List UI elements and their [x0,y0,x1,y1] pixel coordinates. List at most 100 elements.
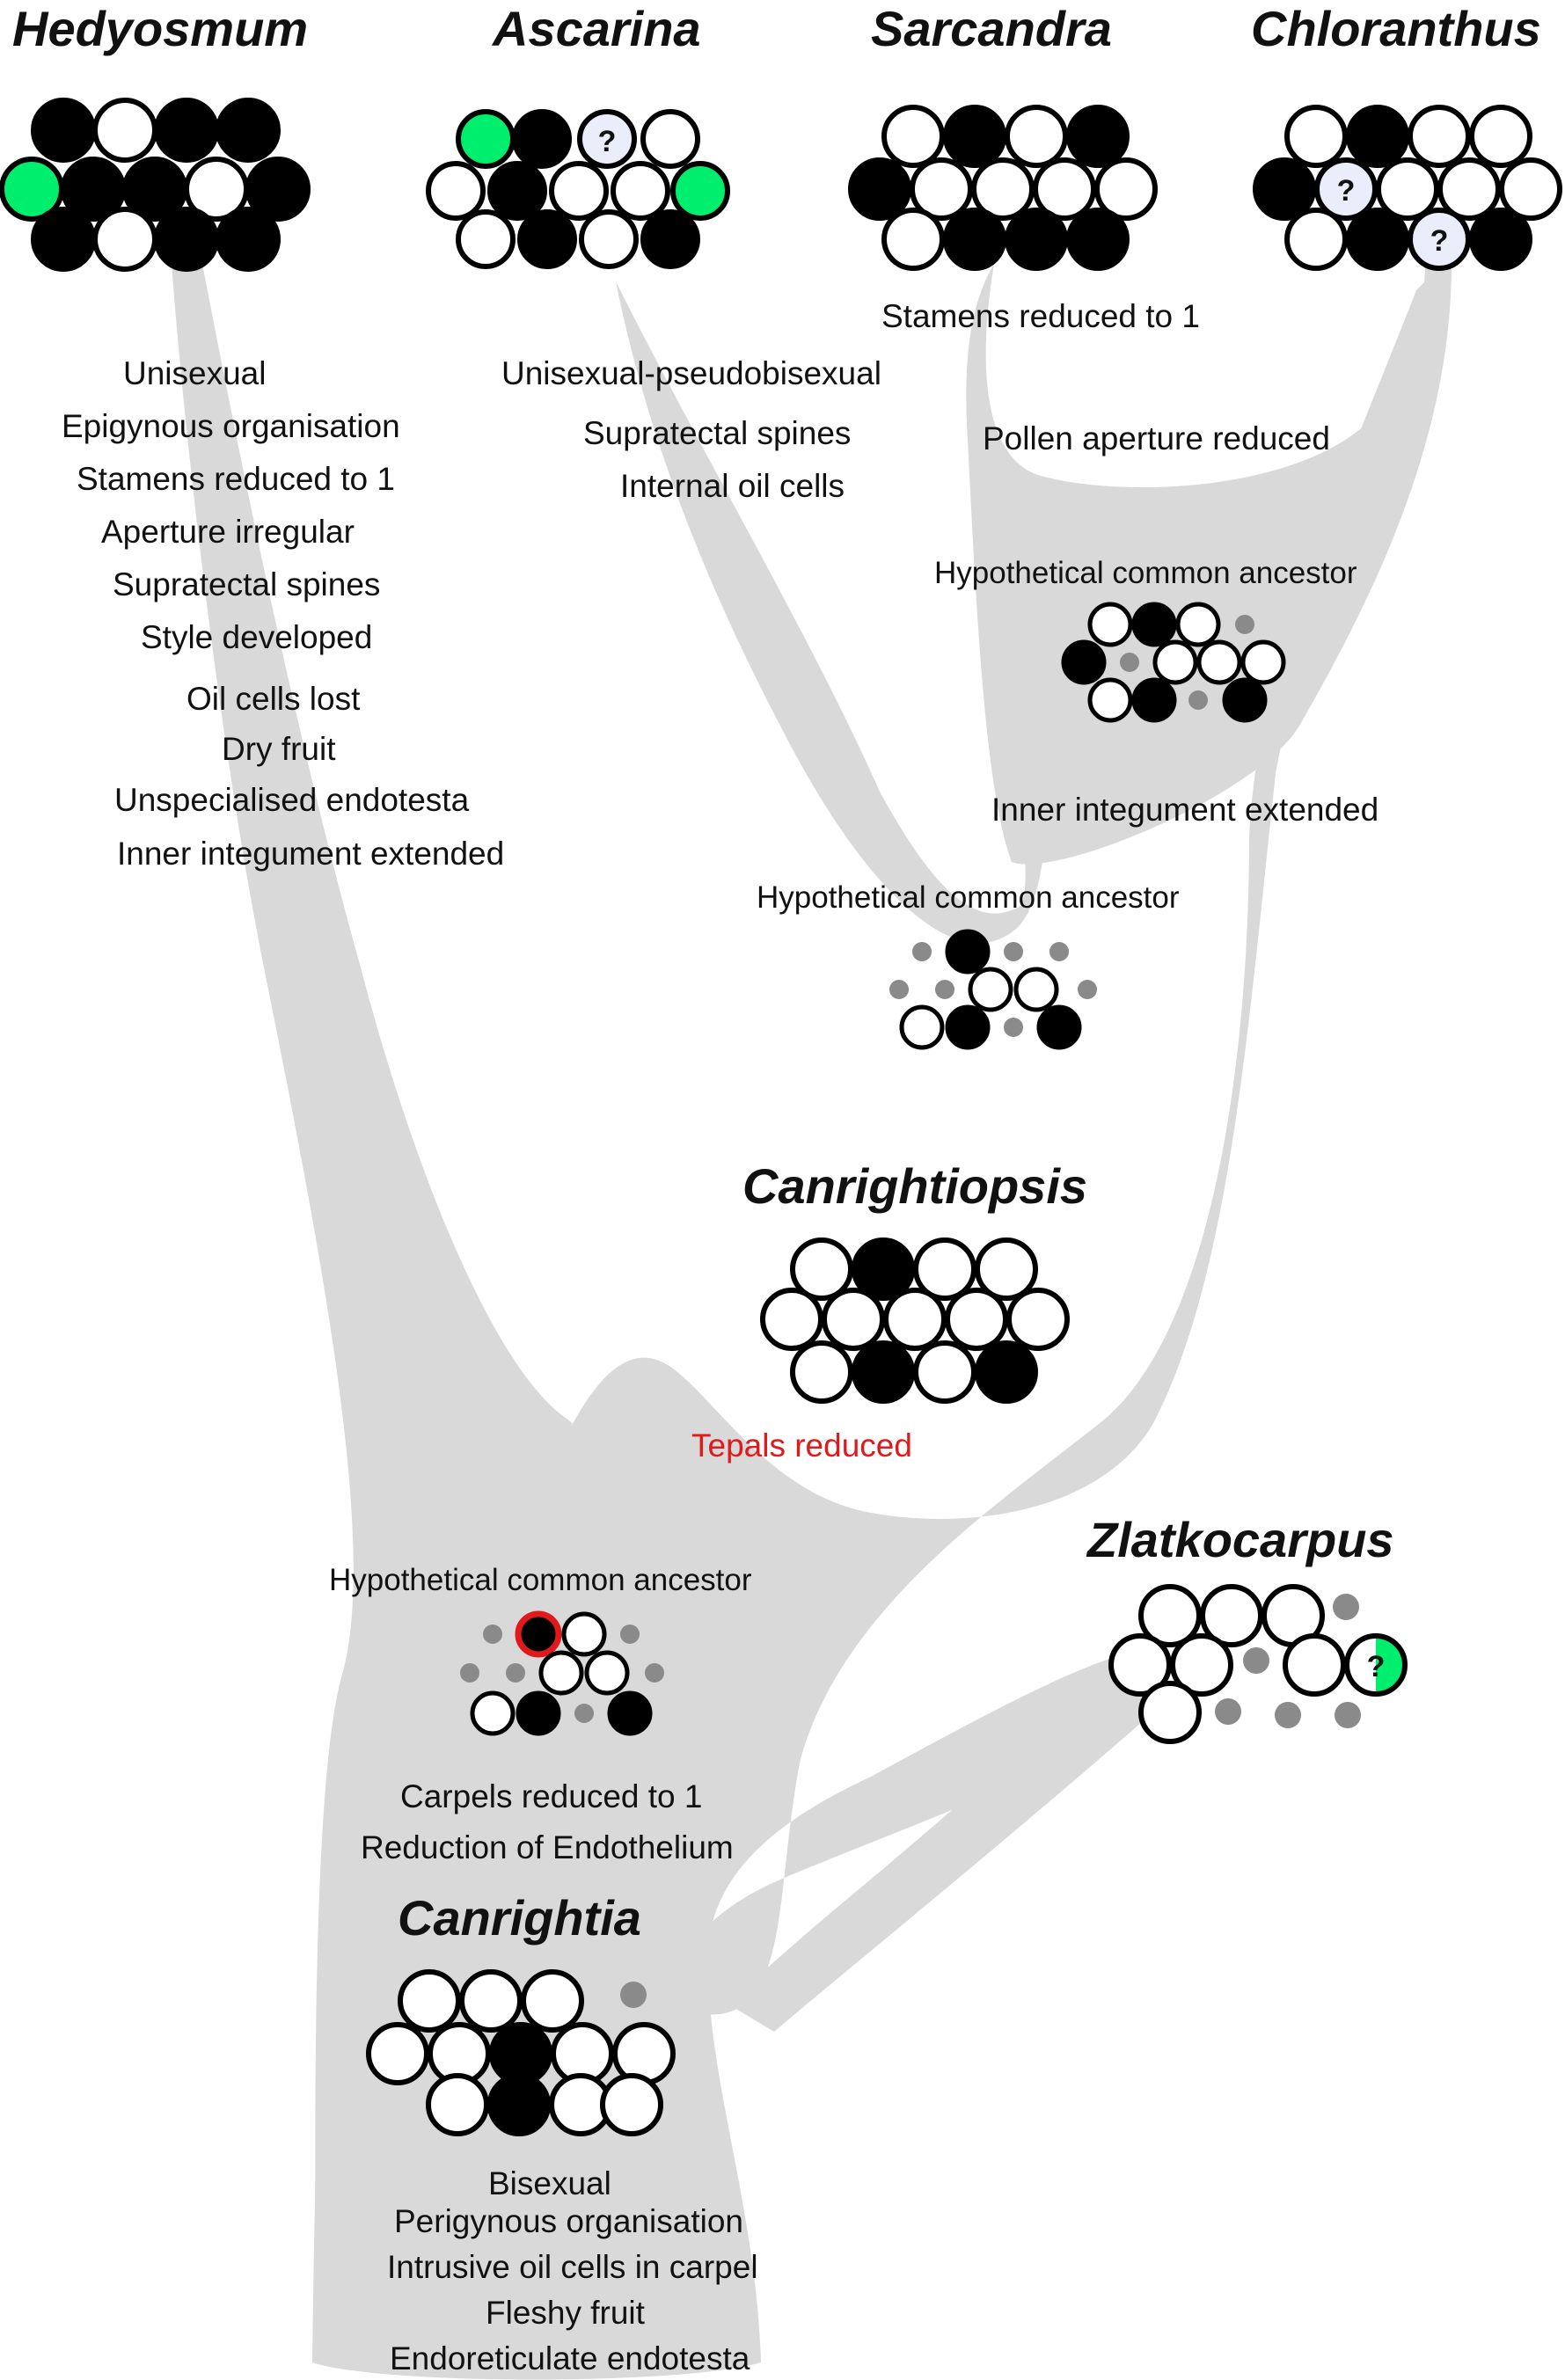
trait-canrightia-4: Endoreticulate endotesta [390,2340,750,2376]
state-black [487,161,547,221]
state-unknown [1120,653,1139,672]
matrix-ancestor-upper [1061,602,1286,723]
trait-ancestor-lower-1: Reduction of Endothelium [361,1829,734,1865]
state-black [943,208,1006,271]
question-mark: ? [598,125,617,158]
state-matrices [0,98,1562,2136]
state-black [1469,208,1532,271]
trait-stem-0: Inner integument extended [991,792,1379,828]
trait-texts: Unisexual Epigynous organisation Stamens… [62,298,1379,2376]
state-white [1408,105,1471,168]
state-unknown [912,942,932,961]
state-unknown [1243,1647,1269,1674]
trait-hedyosmum-0: Unisexual [123,355,266,391]
branch-hedyosmum [172,264,595,2362]
ancestor-label-middle: Hypothetical common ancestor [757,880,1180,915]
state-black [216,207,281,272]
taxon-canrightia: Canrightia [398,1890,641,1946]
state-white [913,1237,976,1301]
matrix-canrightia [366,1969,676,2136]
state-green [456,109,516,169]
state-black [1061,639,1107,685]
trait-canrightia-3: Fleshy fruit [486,2295,646,2331]
state-unknown [1235,615,1254,634]
state-white [579,209,639,269]
state-white [913,1340,976,1404]
state-white [1284,105,1348,168]
trait-chloranthus-0: Pollen aperture reduced [983,420,1330,456]
state-white [611,161,670,221]
state-black [943,105,1006,168]
taxon-ascarina: Ascarina [491,1,701,56]
trait-canrightia-1: Perigynous organisation [394,2203,743,2239]
state-white [426,161,486,221]
state-black [852,1237,915,1301]
state-white [945,1288,1008,1351]
state-black [852,1340,915,1404]
state-black [517,209,577,269]
state-white [456,209,516,269]
state-black [1005,208,1068,271]
state-unknown [1333,1594,1359,1620]
trait-ascarina-2: Internal oil cells [620,468,845,504]
question-mark: ? [1337,174,1356,208]
state-black [1131,602,1177,647]
state-white [1196,639,1242,685]
state-white [538,1650,584,1696]
state-unknown [460,1663,479,1683]
state-white [366,2022,429,2085]
state-white [640,109,700,169]
branch-sarcandra-chloranthus [966,255,1452,865]
state-black [1036,1004,1082,1050]
state-white [1170,1633,1233,1697]
taxon-names: Hedyosmum Ascarina Sarcandra Chloranthus… [12,1,1541,1946]
matrix-canrightiopsis [760,1237,1070,1404]
branches [172,255,1452,2380]
state-white [470,1690,516,1736]
trait-hedyosmum-3: Aperture irregular [101,514,355,550]
state-black [1346,105,1409,168]
state-half-green [1376,1636,1405,1694]
state-white [968,967,1013,1012]
state-white [1006,1288,1070,1351]
state-white [1175,602,1221,647]
trait-canrightia-0: Bisexual [488,2165,611,2201]
trait-canrightia-2: Intrusive oil cells in carpel [387,2249,758,2285]
state-black [154,98,219,163]
state-white [790,1340,853,1404]
state-unknown [1188,690,1208,710]
branch-ascarina [616,281,1049,944]
state-white [92,207,157,272]
trait-ancestor-lower-0: Carpels reduced to 1 [400,1778,702,1814]
state-white [1283,1633,1346,1697]
matrix-ancestor-lower [460,1610,664,1736]
taxon-hedyosmum: Hedyosmum [12,1,308,56]
matrix-ascarina [426,109,730,269]
state-unknown [1335,1702,1361,1728]
state-black [31,207,96,272]
state-white [1284,208,1348,271]
state-black [516,1690,561,1736]
state-white [1138,1584,1202,1647]
trait-hedyosmum-7: Dry fruit [222,731,336,767]
state-black [607,1690,653,1736]
state-white [1108,1633,1172,1697]
state-uncertain [577,109,637,169]
state-white [881,105,945,168]
state-white [1240,639,1286,685]
state-white [600,2073,663,2136]
state-white [1005,105,1068,168]
state-white [1499,157,1562,221]
state-white [584,1650,630,1696]
state-black [1222,677,1268,723]
taxon-zlatkocarpus: Zlatkocarpus [1086,1512,1394,1567]
state-black [154,207,219,272]
ancestor-label-upper: Hypothetical common ancestor [934,556,1357,590]
state-black [487,2073,551,2136]
state-white [521,1969,584,2033]
state-white [561,1611,607,1657]
state-uncertain [1408,208,1471,271]
state-white [910,157,973,221]
